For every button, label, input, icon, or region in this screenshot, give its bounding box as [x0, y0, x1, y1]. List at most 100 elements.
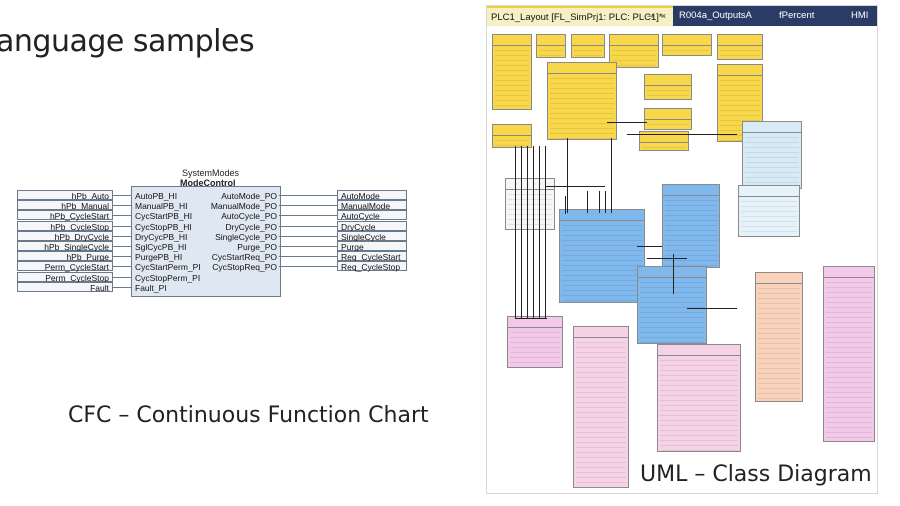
pin-icon[interactable]: ⊸ [647, 11, 655, 21]
input-pin[interactable]: CycStartPB_HI [135, 211, 193, 222]
uml-class-box[interactable] [639, 131, 689, 151]
tab-fpercent[interactable]: fPercent [779, 10, 815, 21]
uml-class-header [739, 186, 799, 197]
input-variable-box[interactable]: Perm_CycleStart [17, 261, 113, 272]
output-variable-box[interactable]: Req_CycleStop [337, 261, 407, 272]
uml-association-line [647, 258, 687, 259]
uml-class-box[interactable] [609, 34, 659, 68]
uml-class-box[interactable] [662, 34, 712, 56]
uml-class-box[interactable] [717, 34, 763, 60]
input-variable-box[interactable]: hPb_Auto [17, 190, 113, 201]
output-variable-box[interactable]: Purge [337, 241, 407, 252]
uml-class-box[interactable] [823, 266, 875, 442]
uml-class-box[interactable] [571, 34, 605, 58]
output-pin[interactable]: AutoMode_PO [221, 191, 277, 201]
uml-class-box[interactable] [536, 34, 566, 58]
input-pin[interactable]: SglCycPB_HI [135, 242, 187, 252]
uml-class-box[interactable] [657, 344, 741, 452]
uml-class-box[interactable] [717, 64, 763, 142]
uml-class-header [743, 122, 801, 133]
input-variable-box[interactable]: hPb_DryCycle [17, 230, 113, 242]
uml-attribute-line [574, 46, 602, 51]
tab-r004a-outputsa[interactable]: R004a_OutputsA [679, 10, 752, 21]
uml-class-box[interactable] [573, 326, 629, 488]
output-pin[interactable]: DryCycle_PO [225, 221, 277, 232]
output-variable-box[interactable]: AutoCycle [337, 210, 407, 221]
uml-class-diagram-canvas[interactable] [487, 26, 877, 493]
uml-attribute-line [720, 91, 760, 96]
output-pin[interactable]: AutoCycle_PO [221, 211, 277, 222]
uml-class-box[interactable] [507, 316, 563, 368]
uml-attribute-line [720, 86, 760, 91]
uml-attribute-line [495, 56, 529, 61]
uml-attribute-line [495, 76, 529, 81]
output-variable-box[interactable]: SingleCycle [337, 230, 407, 242]
input-variable-box[interactable]: hPb_CycleStart [17, 210, 113, 221]
uml-attribute-line [826, 308, 872, 313]
close-icon[interactable]: × [661, 11, 667, 21]
uml-class-box[interactable] [755, 272, 803, 402]
uml-attribute-line [665, 226, 717, 231]
ide-window: PLC1_Layout [FL_SimPrj1: PLC: PLC1]* ⊸ ×… [486, 5, 878, 494]
uml-attribute-line [741, 227, 797, 232]
input-variable-box[interactable]: hPb_Manual [17, 200, 113, 211]
input-pin[interactable]: ManualPB_HI [135, 201, 188, 212]
uml-attribute-line [562, 301, 642, 302]
uml-attribute-line [576, 428, 626, 433]
uml-class-box[interactable] [644, 108, 692, 130]
input-pin[interactable]: DryCycPB_HI [135, 231, 188, 242]
uml-association-line [515, 146, 516, 318]
uml-class-box[interactable] [644, 74, 692, 100]
output-pin[interactable]: CycStartReq_PO [211, 252, 277, 263]
output-variable-box[interactable]: AutoMode [337, 190, 407, 201]
uml-attribute-line [826, 283, 872, 288]
uml-class-box[interactable] [559, 209, 645, 303]
input-wire [113, 276, 131, 278]
input-pin[interactable]: CycStopPerm_PI [135, 272, 201, 283]
uml-attribute-line [720, 126, 760, 131]
output-wire [279, 205, 337, 207]
uml-class-box[interactable] [742, 121, 802, 189]
output-variable-box[interactable]: DryCycle [337, 220, 407, 232]
input-pin[interactable]: Fault_PI [135, 282, 167, 293]
input-pin[interactable]: PurgePB_HI [135, 252, 183, 263]
uml-attribute-line [758, 369, 800, 374]
uml-attribute-line [495, 51, 529, 56]
uml-class-box[interactable] [637, 266, 707, 344]
output-pin[interactable]: SingleCycle_PO [215, 231, 277, 242]
uml-attribute-line [826, 373, 872, 378]
output-pin[interactable]: CycStopReq_PO [212, 262, 277, 273]
input-pin[interactable]: AutoPB_HI [135, 191, 178, 201]
input-variable-box[interactable]: hPb_CycleStop [17, 220, 113, 232]
uml-attribute-line [495, 46, 529, 51]
uml-class-box[interactable] [492, 124, 532, 148]
output-variable-box[interactable]: ManualMode [337, 200, 407, 211]
uml-attribute-line [745, 138, 799, 143]
uml-association-line [673, 254, 674, 294]
input-variable-box[interactable]: Perm_CycleStop [17, 271, 113, 283]
uml-class-box[interactable] [547, 62, 617, 140]
input-pin[interactable]: CycStopPB_HI [135, 221, 192, 232]
tab-plc1-layout[interactable]: PLC1_Layout [FL_SimPrj1: PLC: PLC1]* [487, 6, 673, 26]
uml-class-box[interactable] [492, 34, 532, 110]
input-pin[interactable]: CycStartPerm_PI [135, 262, 201, 273]
output-pin[interactable]: ManualMode_PO [210, 201, 277, 212]
input-variable-box[interactable]: hPb_Purge [17, 251, 113, 262]
uml-class-box[interactable] [738, 185, 800, 237]
uml-attribute-line [745, 173, 799, 178]
uml-attribute-line [660, 406, 738, 411]
output-pin[interactable]: Purge_PO [237, 242, 277, 252]
uml-class-box[interactable] [505, 178, 555, 230]
tab-hmi[interactable]: HMI [851, 10, 869, 21]
uml-attribute-line [576, 338, 626, 343]
uml-attribute-line [758, 289, 800, 294]
input-variable-box[interactable]: Fault [17, 281, 113, 293]
uml-class-box[interactable] [662, 184, 720, 268]
output-variable-box[interactable]: Req_CycleStart [337, 251, 407, 262]
uml-attribute-line [562, 221, 642, 226]
uml-attribute-line [539, 51, 563, 56]
uml-attribute-line [640, 278, 704, 283]
input-variable-box[interactable]: hPb_SingleCycle [17, 241, 113, 252]
uml-attribute-line [550, 74, 614, 79]
